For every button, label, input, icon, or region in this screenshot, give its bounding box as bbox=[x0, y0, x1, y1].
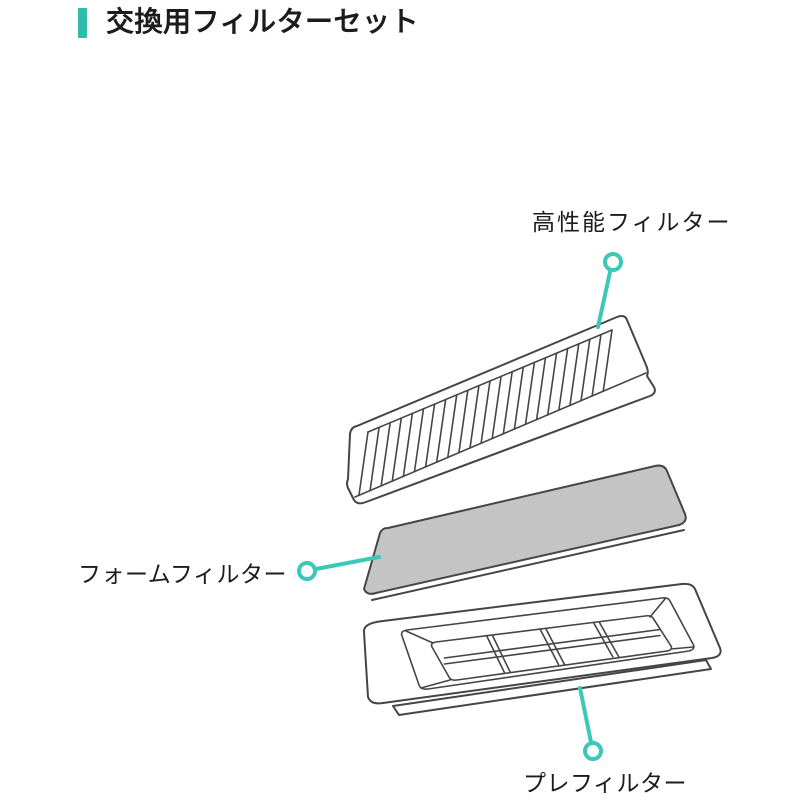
pleat-lines bbox=[358, 329, 613, 497]
leader-dot bbox=[603, 252, 623, 272]
leader-foam bbox=[297, 555, 381, 581]
foam-filter-sheet bbox=[363, 464, 687, 595]
leader-dot bbox=[297, 561, 317, 581]
pre-filter-outer-frame bbox=[362, 582, 722, 705]
pre-filter-grid bbox=[443, 621, 661, 674]
pre-filter-corner-walls bbox=[405, 598, 694, 689]
foam-filter-thickness-edge bbox=[371, 529, 685, 601]
pleated-filter-body bbox=[346, 315, 656, 505]
accent-bar bbox=[78, 8, 87, 38]
pre-filter-inner-rim bbox=[400, 597, 695, 690]
label-foam-filter: フォームフィルター bbox=[78, 561, 287, 587]
leader-high-performance bbox=[596, 252, 623, 329]
pre-filter-bottom-edge bbox=[392, 659, 712, 716]
leader-dot bbox=[583, 741, 603, 761]
label-pre-filter: プレフィルター bbox=[523, 770, 688, 796]
leader-pre bbox=[578, 686, 603, 761]
page-header: 交換用フィルターセット bbox=[78, 6, 419, 38]
high-performance-filter-illustration bbox=[346, 315, 656, 505]
foam-filter-illustration bbox=[363, 464, 687, 601]
pre-filter-illustration bbox=[362, 582, 722, 716]
label-high-performance-filter: 高性能フィルター bbox=[532, 209, 732, 235]
page-title: 交換用フィルターセット bbox=[106, 6, 419, 37]
